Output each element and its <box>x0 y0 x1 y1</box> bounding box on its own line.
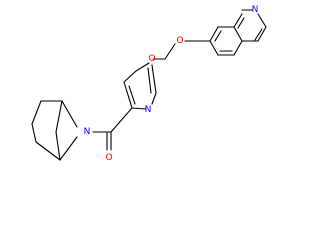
bond <box>128 85 136 105</box>
atom-o-ether: O <box>176 36 183 46</box>
atom-labels: N O O N N O <box>84 5 259 163</box>
atom-o-carbonyl: O <box>105 153 112 163</box>
bond <box>151 64 157 94</box>
bond <box>233 40 243 56</box>
atom-n-oxazole: N <box>145 105 152 115</box>
bond <box>209 40 219 56</box>
bond <box>55 100 63 133</box>
atom-o-oxazole: O <box>148 54 155 64</box>
bond <box>31 100 42 125</box>
bond <box>151 92 157 105</box>
bond <box>110 107 133 133</box>
bond <box>131 107 147 110</box>
structure-canvas: N O O N N O <box>31 5 267 163</box>
atom-n-quinoline: N <box>252 5 259 15</box>
bond <box>61 100 78 128</box>
bond <box>123 70 137 83</box>
molecule-structure-diagram: N O O N N O <box>31 5 267 163</box>
bond <box>209 26 219 42</box>
bond <box>214 30 222 42</box>
bond <box>164 43 176 60</box>
bond <box>123 81 133 109</box>
bond <box>254 28 263 41</box>
bond <box>59 136 78 161</box>
bond <box>257 13 267 28</box>
bond <box>233 13 243 28</box>
bond <box>237 17 245 29</box>
bond <box>31 123 37 143</box>
bonds <box>31 9 267 161</box>
atom-n-bicyclic: N <box>84 127 91 137</box>
bond <box>135 62 150 72</box>
bond <box>35 141 61 161</box>
bond <box>257 26 267 42</box>
bond <box>233 26 243 42</box>
bond <box>55 131 61 161</box>
bond <box>147 67 152 94</box>
